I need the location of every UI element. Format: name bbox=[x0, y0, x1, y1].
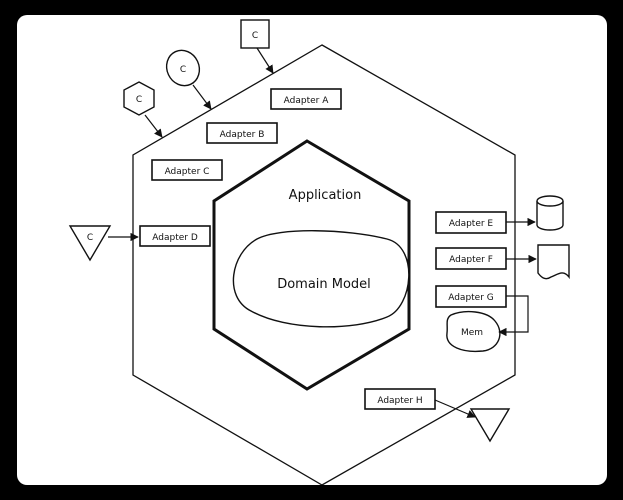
application-label: Application bbox=[289, 188, 362, 203]
client-square: C bbox=[240, 19, 270, 49]
adapter-a: Adapter A bbox=[270, 88, 342, 110]
svg-text:Mem: Mem bbox=[461, 328, 483, 338]
diagram-canvas: Application Domain Model Adapter A Adapt… bbox=[17, 15, 607, 485]
domain-model-shape bbox=[232, 230, 410, 328]
svg-text:Adapter G: Adapter G bbox=[448, 293, 494, 303]
svg-text:C: C bbox=[87, 233, 93, 243]
svg-text:Adapter D: Adapter D bbox=[152, 233, 198, 243]
document-icon bbox=[537, 244, 570, 280]
domain-model-label: Domain Model bbox=[277, 277, 371, 292]
svg-text:Adapter B: Adapter B bbox=[220, 130, 265, 140]
database-icon bbox=[536, 195, 564, 231]
adapter-c: Adapter C bbox=[151, 159, 223, 181]
adapter-g: Adapter G bbox=[435, 285, 507, 308]
client-triangle: C bbox=[68, 225, 112, 262]
svg-text:Adapter H: Adapter H bbox=[377, 396, 422, 406]
svg-text:Adapter A: Adapter A bbox=[284, 96, 330, 106]
adapter-h: Adapter H bbox=[364, 388, 436, 410]
adapter-b: Adapter B bbox=[206, 122, 278, 144]
adapter-d: Adapter D bbox=[139, 225, 211, 247]
arrow-adapter-g-to-mem bbox=[498, 295, 529, 337]
memory-store: Mem bbox=[446, 310, 501, 353]
svg-text:C: C bbox=[180, 65, 186, 75]
svg-text:Adapter C: Adapter C bbox=[165, 167, 210, 177]
client-hexagon: C bbox=[123, 81, 155, 116]
output-triangle bbox=[469, 408, 511, 443]
arrow-ellipse-to-hexagon bbox=[192, 84, 212, 110]
svg-text:Adapter E: Adapter E bbox=[449, 219, 494, 229]
svg-text:C: C bbox=[252, 31, 258, 41]
client-ellipse: C bbox=[165, 49, 201, 87]
svg-text:C: C bbox=[136, 95, 142, 105]
hexagonal-architecture-diagram: Application Domain Model Adapter A Adapt… bbox=[68, 19, 570, 485]
arrow-square-to-hexagon bbox=[256, 47, 274, 74]
svg-text:Adapter F: Adapter F bbox=[449, 255, 493, 265]
adapter-f: Adapter F bbox=[435, 247, 507, 270]
adapter-e: Adapter E bbox=[435, 211, 507, 234]
arrow-hexagon-to-hexagon bbox=[144, 114, 163, 138]
arrow-adapter-h-to-triangle bbox=[434, 399, 476, 418]
